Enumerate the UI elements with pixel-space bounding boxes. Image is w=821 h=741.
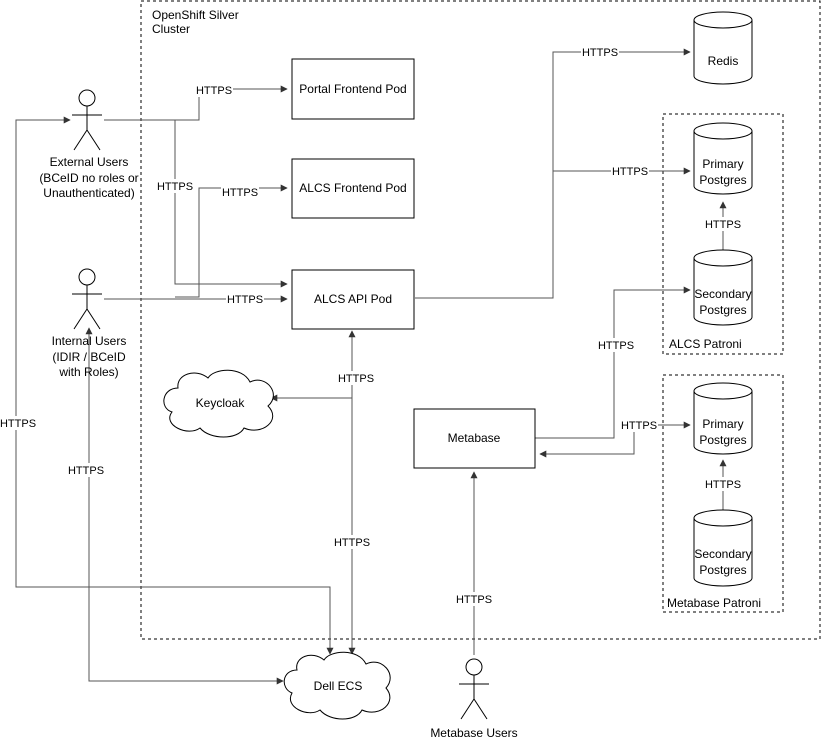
metabase-secondary-label-2: Postgres — [699, 563, 746, 577]
edge-metabase-alcs-secondary — [535, 286, 691, 439]
metabase-secondary-postgres: Secondary Postgres — [693, 509, 753, 587]
portal-frontend-pod-label: Portal Frontend Pod — [299, 82, 406, 96]
metabase-pod: Metabase — [413, 408, 536, 469]
redis-database: Redis — [693, 11, 753, 85]
edge-external-to-api — [104, 119, 288, 288]
edge-label-alcs-replication: HTTPS — [704, 217, 742, 231]
svg-text:HTTPS: HTTPS — [157, 181, 193, 193]
alcs-secondary-label-1: Secondary — [694, 287, 751, 301]
edge-label-ecs-external: HTTPS — [0, 416, 37, 430]
alcs-api-pod-label: ALCS API Pod — [314, 292, 392, 306]
edge-metabase-primary — [539, 421, 691, 458]
edge-label-internal-api: HTTPS — [226, 292, 264, 306]
edge-internal-ecs — [85, 327, 284, 685]
edge-label-metabase-replication: HTTPS — [704, 477, 742, 491]
svg-text:HTTPS: HTTPS — [598, 340, 634, 352]
alcs-frontend-pod: ALCS Frontend Pod — [291, 158, 415, 219]
alcs-api-pod: ALCS API Pod — [291, 269, 415, 330]
alcs-patroni-label: ALCS Patroni — [669, 337, 742, 351]
svg-text:HTTPS: HTTPS — [0, 418, 36, 430]
svg-text:HTTPS: HTTPS — [196, 85, 232, 97]
edge-label-external-portal: HTTPS — [195, 83, 233, 97]
svg-text:HTTPS: HTTPS — [612, 166, 648, 178]
metabase-users-actor: Metabase Users — [430, 658, 518, 740]
metabase-pod-label: Metabase — [448, 431, 501, 445]
svg-text:HTTPS: HTTPS — [705, 219, 741, 231]
edge-api-redis — [415, 48, 691, 299]
metabase-primary-label-1: Primary — [702, 417, 743, 431]
alcs-primary-label-1: Primary — [702, 157, 743, 171]
internal-users-label-1: Internal Users — [52, 334, 127, 348]
edge-label-api-alcs-primary: HTTPS — [611, 164, 649, 178]
svg-text:HTTPS: HTTPS — [222, 187, 258, 199]
cluster-title-line1: OpenShift Silver — [152, 8, 239, 22]
portal-frontend-pod: Portal Frontend Pod — [291, 58, 415, 120]
keycloak-label: Keycloak — [196, 396, 246, 410]
alcs-secondary-label-2: Postgres — [699, 303, 746, 317]
internal-users-actor: Internal Users (IDIR / BCeID with Roles) — [52, 268, 127, 379]
metabase-users-label: Metabase Users — [430, 726, 517, 740]
metabase-patroni-group — [662, 374, 784, 613]
edge-label-internal-ecs: HTTPS — [67, 463, 105, 477]
cluster-title-line2: Cluster — [152, 22, 190, 36]
svg-text:HTTPS: HTTPS — [338, 373, 374, 385]
alcs-secondary-postgres: Secondary Postgres — [693, 249, 753, 326]
metabase-primary-postgres: Primary Postgres — [693, 382, 753, 455]
alcs-patroni-group — [662, 113, 784, 355]
dell-ecs-label: Dell ECS — [314, 679, 363, 693]
svg-text:HTTPS: HTTPS — [705, 479, 741, 491]
external-users-label-1: External Users — [50, 155, 129, 169]
edge-label-metabase-primary: HTTPS — [620, 418, 658, 432]
dell-ecs-cloud: Dell ECS — [283, 651, 391, 720]
openshift-cluster-boundary — [140, 0, 821, 640]
internal-users-label-2: (IDIR / BCeID — [52, 350, 126, 364]
edge-label-metabase-alcs-secondary: HTTPS — [597, 338, 635, 352]
alcs-primary-label-2: Postgres — [699, 173, 746, 187]
edge-label-api-ecs: HTTPS — [333, 535, 371, 549]
svg-text:HTTPS: HTTPS — [582, 47, 618, 59]
edge-label-external-api: HTTPS — [156, 179, 194, 193]
external-users-actor: External Users (BCeID no roles or Unauth… — [39, 89, 139, 200]
internal-users-label-3: with Roles) — [58, 365, 118, 379]
metabase-primary-label-2: Postgres — [699, 433, 746, 447]
metabase-secondary-label-1: Secondary — [694, 547, 751, 561]
alcs-frontend-pod-label: ALCS Frontend Pod — [299, 181, 406, 195]
edge-label-api-redis: HTTPS — [581, 45, 619, 59]
edge-ecs-external — [15, 116, 334, 655]
metabase-patroni-label: Metabase Patroni — [667, 596, 761, 610]
edge-internal-to-alcs-frontend — [175, 184, 288, 298]
svg-text:HTTPS: HTTPS — [334, 537, 370, 549]
edge-label-api-keycloak: HTTPS — [337, 371, 375, 385]
svg-text:HTTPS: HTTPS — [227, 294, 263, 306]
edge-label-metabase-users: HTTPS — [455, 592, 493, 606]
external-users-label-2: (BCeID no roles or — [39, 171, 138, 185]
keycloak-cloud: Keycloak — [163, 369, 274, 438]
svg-text:HTTPS: HTTPS — [456, 594, 492, 606]
redis-label: Redis — [708, 54, 739, 68]
edge-label-internal-alcs-frontend: HTTPS — [221, 185, 259, 199]
svg-text:HTTPS: HTTPS — [621, 420, 657, 432]
svg-text:HTTPS: HTTPS — [68, 465, 104, 477]
alcs-primary-postgres: Primary Postgres — [693, 122, 753, 195]
external-users-label-3: Unauthenticated) — [43, 186, 134, 200]
